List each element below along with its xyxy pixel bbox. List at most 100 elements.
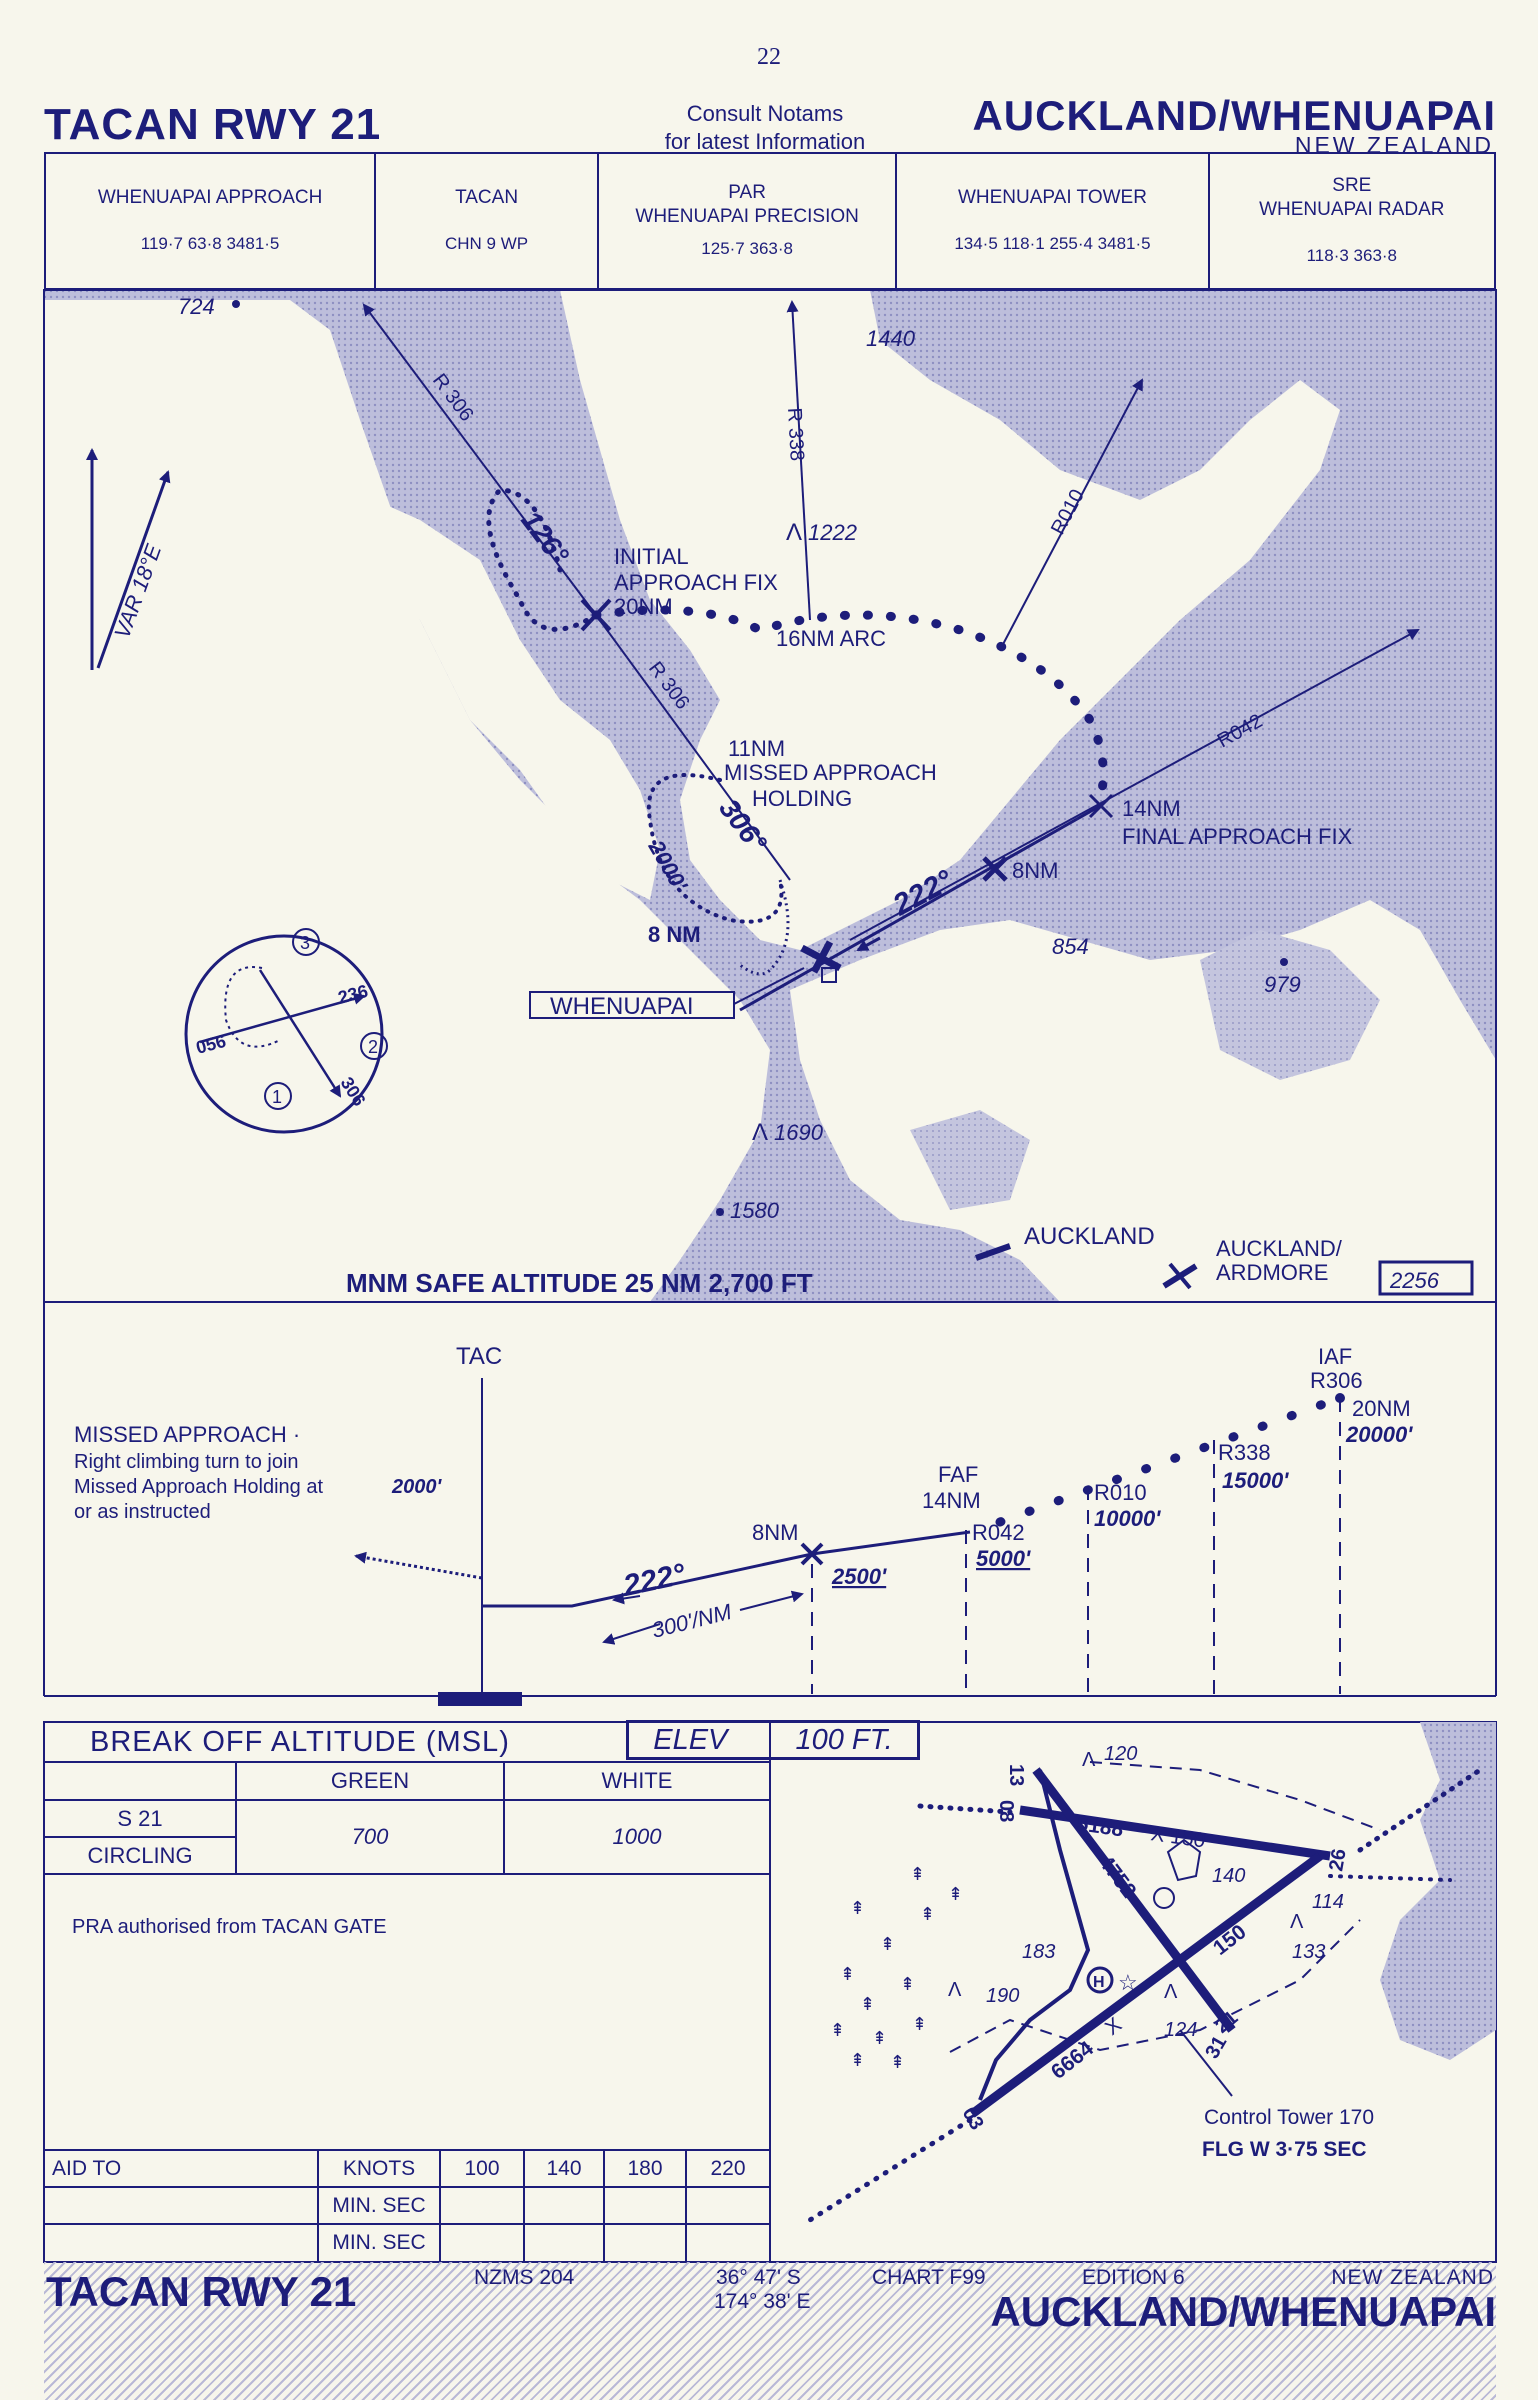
green-minimum: 700 [351, 1824, 389, 1849]
approach-lights-26 [1357, 1767, 1483, 1853]
missed-approach-climb-arrow [354, 1551, 483, 1580]
inlet-south [910, 1110, 1030, 1210]
aerodrome-diagram: H ☆ ⇞⇞ ⇞⇞ ⇞⇞ ⇞⇞ ⇞⇞ ⇞⇞ ⇞ 13 08 26 31 03 2… [807, 1722, 1496, 2223]
white-minimum: 1000 [612, 1824, 662, 1849]
profile-r010: R010 [1094, 1480, 1147, 1505]
runway-03-21 [969, 1852, 1323, 2118]
profile-iaf-radial: R306 [1310, 1368, 1363, 1393]
whenuapai-label: WHENUAPAI [550, 993, 694, 1020]
svg-text:⇞: ⇞ [860, 1994, 875, 2014]
runway-08-26-width: X 150 [1149, 1822, 1207, 1852]
magnetic-north-arrow [96, 470, 171, 669]
radial-label-338: R 338 [783, 407, 808, 461]
freq-cell-tacan: TACAN CHN 9 WP [376, 154, 599, 288]
procedure-turn-track [486, 487, 599, 632]
obstacle-symbol: Λ [786, 519, 802, 546]
heliport-symbol [1086, 1966, 1114, 1994]
iaf-label-2: APPROACH FIX [614, 570, 778, 595]
svg-text:⇞: ⇞ [840, 1964, 855, 1984]
consult-line-2: for latest Information [664, 129, 866, 154]
col-white: WHITE [601, 1768, 673, 1793]
tree-symbols: ⇞⇞ ⇞⇞ ⇞⇞ ⇞⇞ ⇞⇞ ⇞⇞ ⇞ [830, 1864, 963, 2072]
obstacle-120: 120 [1104, 1743, 1137, 1765]
profile-course: 222° [620, 1557, 690, 1603]
plan-view: VAR 18°E [43, 289, 1497, 1303]
altitude-15000: 15000' [1222, 1468, 1289, 1493]
speed-220: 220 [710, 2157, 746, 2180]
final-approach-track [739, 804, 1101, 1012]
missed-approach-line-1: Right climbing turn to join [74, 1451, 299, 1473]
svg-text:⇞: ⇞ [920, 1904, 935, 1924]
page-number: 22 [757, 44, 781, 70]
radial-306-outbound [362, 303, 597, 616]
speed-100: 100 [464, 2157, 500, 2180]
freq-values: 125·7 363·8 [701, 239, 793, 258]
footer-latitude: 36° 47' S [716, 2266, 801, 2289]
beacon-star-icon: ☆ [1118, 1970, 1138, 1995]
iaf-label-1: INITIAL [614, 544, 689, 569]
faf-symbol [1088, 793, 1114, 819]
elevation-box: ELEV 100 FT. [626, 1720, 920, 1760]
missed-approach-line-3: or as instructed [74, 1501, 211, 1523]
approach-lights-east [1328, 1874, 1452, 1882]
freq-cell-par: PAR WHENUAPAI PRECISION 125·7 363·8 [599, 154, 898, 288]
sector-1: 1 [272, 1087, 282, 1107]
footer-country: NEW ZEALAND [1331, 2266, 1494, 2289]
footer-longitude: 174° 38' E [714, 2290, 811, 2313]
min-sec-label-2: MIN. SEC [332, 2231, 426, 2254]
row-label-s21: S 21 [117, 1806, 163, 1831]
obstacle-114: 114 [1312, 1891, 1344, 1913]
svg-text:⇞: ⇞ [830, 2020, 845, 2040]
faf-nm: 14NM [922, 1488, 981, 1513]
inbound-arrow [856, 936, 881, 952]
obstacle-124: 124 [1164, 2019, 1197, 2041]
obstacle-133: 133 [1292, 1941, 1325, 1963]
freq-name: SRE [1332, 175, 1372, 196]
faf-label-2: FINAL APPROACH FIX [1122, 824, 1353, 849]
sector-3: 3 [300, 933, 310, 953]
missed-approach-altitude: 2000' [391, 1476, 442, 1498]
plan-view-frame [43, 289, 1497, 1303]
ardmore-elev-box [1378, 1260, 1474, 1296]
runway-26-label: 26 [1325, 1847, 1351, 1873]
obstacle-icon: Λ [1290, 1911, 1304, 1933]
spot-height-dot [716, 1208, 724, 1216]
fix-8nm-symbol [982, 856, 1008, 882]
speed-140: 140 [546, 2157, 582, 2180]
obstacle-icon: Λ [1082, 1749, 1096, 1771]
ardmore-label-1: AUCKLAND/ [1216, 1236, 1343, 1261]
dme-arc-16nm [591, 605, 1108, 805]
obstacle-icon: Λ [1164, 1981, 1178, 2003]
obstacle-190: 190 [986, 1985, 1019, 2007]
holding-label-3: HOLDING [752, 786, 852, 811]
gradient-arrow-left [602, 1623, 661, 1645]
auckland-label: AUCKLAND [1024, 1223, 1155, 1250]
footer-chart: CHART F99 [872, 2266, 986, 2289]
leader-line [733, 967, 805, 1005]
profile-iaf: IAF [1318, 1344, 1352, 1369]
footer-airport-title: AUCKLAND/WHENUAPAI [990, 2288, 1496, 2335]
svg-text:⇞: ⇞ [850, 2050, 865, 2070]
profile-iaf-nm: 20NM [1352, 1396, 1411, 1421]
spot-height-1580: 1580 [730, 1198, 780, 1223]
freq-cell-sre: SRE WHENUAPAI RADAR 118·3 363·8 [1210, 154, 1494, 288]
inlet-east [1200, 930, 1380, 1080]
radial-338 [786, 300, 811, 621]
svg-text:⇞: ⇞ [948, 1884, 963, 1904]
apron-shape [1166, 1838, 1202, 1882]
freq-cell-tower: WHENUAPAI TOWER 134·5 118·1 255·4 3481·5 [897, 154, 1210, 288]
holding-fix-8nm: 8 NM [648, 922, 701, 947]
procedure-title: TACAN RWY 21 [44, 100, 382, 149]
spot-height-dot [232, 300, 240, 308]
faf-label: FAF [938, 1462, 978, 1487]
freq-values: 134·5 118·1 255·4 3481·5 [954, 234, 1151, 253]
iaf-symbol [580, 598, 612, 632]
ardmore-symbol [1162, 1262, 1198, 1290]
spot-height-724: 724 [178, 294, 215, 319]
whenuapai-label-box [529, 991, 735, 1019]
beacon-label: FLG W 3·75 SEC [1202, 2138, 1367, 2161]
compass-rose-icon [1153, 1887, 1175, 1909]
knots-label: KNOTS [342, 2157, 416, 2180]
arc-dots-profile [995, 1393, 1345, 1527]
